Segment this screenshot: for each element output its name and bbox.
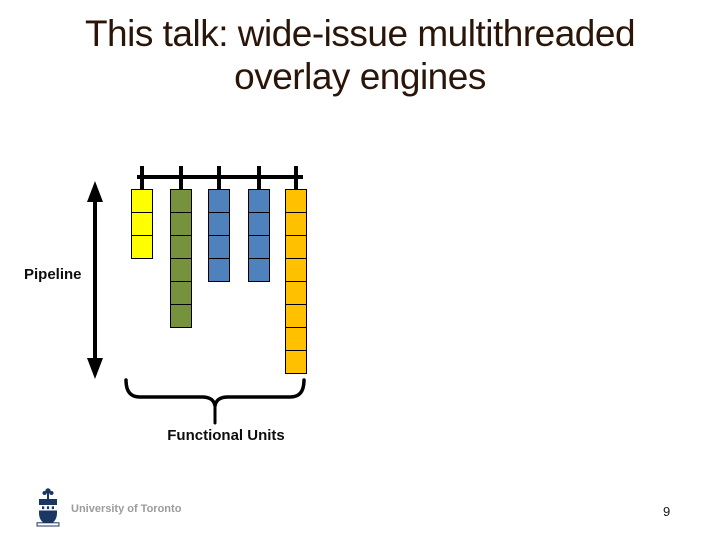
pipeline-stage-block	[170, 304, 192, 328]
pipeline-stage-block	[285, 235, 307, 259]
fu-column	[208, 189, 230, 282]
fu-column	[248, 189, 270, 282]
slide-number: 9	[663, 504, 671, 519]
pipeline-stage-block	[285, 304, 307, 328]
pipeline-stage-block	[285, 327, 307, 351]
pipeline-stage-block	[131, 235, 153, 259]
pipeline-label: Pipeline	[24, 266, 82, 283]
slide-title: This talk: wide-issue multithreaded over…	[0, 12, 720, 98]
pipeline-stage-block	[208, 235, 230, 259]
pipeline-stage-block	[131, 189, 153, 213]
issue-slot-tick	[140, 166, 144, 189]
pipeline-extent-arrow-icon	[87, 181, 103, 379]
functional-units-label: Functional Units	[167, 427, 285, 444]
functional-units-brace	[124, 378, 306, 425]
pipeline-stage-block	[285, 258, 307, 282]
issue-slot-tick	[257, 166, 261, 189]
slide-title-line2: overlay engines	[234, 56, 486, 97]
pipeline-stage-block	[208, 189, 230, 213]
university-crest-logo-icon	[36, 488, 60, 527]
pipeline-stage-block	[208, 212, 230, 236]
pipeline-stage-block	[285, 350, 307, 374]
pipeline-stage-block	[170, 235, 192, 259]
pipeline-stage-block	[170, 258, 192, 282]
fu-column	[170, 189, 192, 328]
pipeline-stage-block	[170, 212, 192, 236]
pipeline-stage-block	[285, 212, 307, 236]
pipeline-stage-block	[170, 189, 192, 213]
pipeline-stage-block	[248, 189, 270, 213]
pipeline-stage-block	[285, 189, 307, 213]
pipeline-stage-block	[285, 281, 307, 305]
issue-slot-tick	[217, 166, 221, 189]
issue-slot-tick	[179, 166, 183, 189]
pipeline-stage-block	[170, 281, 192, 305]
fu-column	[285, 189, 307, 374]
pipeline-stage-block	[208, 258, 230, 282]
issue-slot-tick	[294, 166, 298, 189]
pipeline-stage-block	[131, 212, 153, 236]
slide-title-line1: This talk: wide-issue multithreaded	[84, 13, 636, 54]
pipeline-stage-block	[248, 258, 270, 282]
institution-name: University of Toronto	[71, 503, 182, 515]
pipeline-stage-block	[248, 235, 270, 259]
fu-column	[131, 189, 153, 259]
pipeline-stage-block	[248, 212, 270, 236]
